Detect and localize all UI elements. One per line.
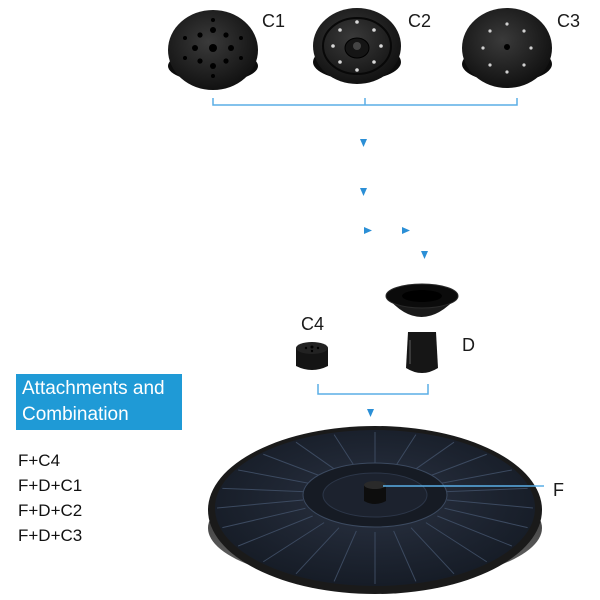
solar-cell-divider: [425, 453, 487, 478]
solar-cell-divider: [237, 515, 313, 547]
solar-cell-divider: [238, 469, 313, 485]
solar-cell-divider: [393, 530, 417, 582]
top-bracket: [212, 98, 518, 106]
attachments-banner: Attachments and Combination: [16, 374, 182, 430]
nozzle-c2: [313, 8, 401, 84]
solar-fountain-f: [208, 426, 542, 594]
adapter-d: [385, 283, 459, 373]
solar-cell-divider: [410, 527, 455, 575]
label-c2: C2: [408, 11, 432, 31]
combination-item: F+D+C2: [18, 501, 83, 520]
solar-cell-divider: [333, 434, 357, 470]
label-c3: C3: [557, 11, 581, 31]
flow-arrows: [360, 139, 428, 417]
solar-cell-divider: [444, 507, 528, 529]
solar-cell-divider: [393, 434, 417, 470]
label-c4: C4: [301, 314, 325, 334]
solar-cell-divider: [437, 469, 512, 485]
banner-line-1: Attachments and: [22, 378, 165, 399]
solar-cell-divider: [437, 515, 513, 547]
solar-cell-divider: [222, 487, 306, 493]
combination-list: F+C4 F+D+C1 F+D+C2 F+D+C3: [18, 448, 82, 548]
solar-cell-divider: [222, 507, 306, 529]
nozzle-c4: [296, 342, 328, 370]
solar-cell-divider: [410, 441, 455, 473]
solar-cell-divider: [444, 487, 528, 493]
solar-cell-divider: [446, 499, 534, 509]
banner-line-2: Combination: [22, 404, 129, 425]
bottom-bracket: [317, 384, 429, 395]
combination-item: F+D+C3: [18, 526, 83, 545]
solar-cell-divider: [263, 522, 325, 563]
solar-cell-divider: [216, 499, 304, 509]
label-d: D: [462, 335, 475, 355]
combination-item: F+D+C1: [18, 476, 83, 495]
solar-cell-divider: [295, 441, 340, 473]
solar-cell-divider: [333, 530, 357, 582]
solar-cell-divider: [425, 522, 487, 563]
nozzle-c1: [168, 10, 258, 90]
combination-item: F+C4: [18, 451, 61, 470]
nozzle-c3: [462, 8, 552, 88]
solar-cell-divider: [263, 453, 325, 478]
label-f: F: [553, 480, 564, 500]
solar-cell-divider: [295, 527, 340, 575]
label-c1: C1: [262, 11, 286, 31]
